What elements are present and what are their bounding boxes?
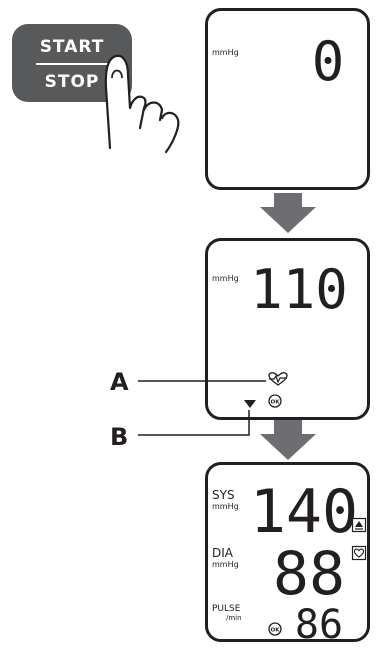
- dia-label: DIA: [212, 546, 233, 560]
- heartbeat-icon: [268, 372, 288, 386]
- unit-label: mmHg: [212, 274, 239, 283]
- callout-a-line: [138, 380, 266, 382]
- risk-level-icon: [351, 517, 367, 533]
- digit-display: 0: [312, 30, 345, 93]
- unit-label: mmHg: [212, 48, 239, 57]
- dia-display: 88: [273, 539, 345, 609]
- start-label: START: [39, 37, 105, 57]
- button-divider: [36, 63, 108, 65]
- ok-cuff-icon: OK: [268, 622, 282, 636]
- arrow-down-icon: [260, 193, 316, 233]
- cuff-indicator-icon: [244, 400, 256, 408]
- sys-value: 140: [250, 477, 358, 547]
- callout-b-label: B: [110, 423, 129, 451]
- pressure-value: 110: [250, 258, 348, 321]
- dia-value: 88: [273, 539, 345, 609]
- display-result: [205, 462, 370, 642]
- sys-display: 140: [250, 477, 358, 547]
- callout-b-line: [138, 410, 250, 436]
- pulse-value: 86: [295, 602, 343, 648]
- finger-press-icon: [104, 54, 180, 154]
- arrow-down-icon: [260, 420, 316, 460]
- display-measuring: [205, 238, 370, 420]
- callout-a-label: A: [110, 368, 129, 396]
- pressure-value: 0: [312, 30, 345, 93]
- stop-label: STOP: [44, 72, 100, 92]
- irregular-heartbeat-icon: [351, 545, 367, 561]
- svg-text:OK: OK: [271, 628, 281, 634]
- sys-label: SYS: [212, 488, 235, 502]
- display-idle: [205, 8, 370, 190]
- svg-text:OK: OK: [271, 400, 281, 406]
- dia-unit: mmHg: [212, 560, 239, 569]
- pulse-label: PULSE: [212, 604, 241, 614]
- ok-cuff-icon: OK: [268, 394, 282, 408]
- digit-display: 110: [250, 258, 348, 321]
- sys-unit: mmHg: [212, 502, 239, 511]
- pulse-display: 86: [295, 602, 343, 648]
- pulse-unit: /min: [226, 614, 242, 622]
